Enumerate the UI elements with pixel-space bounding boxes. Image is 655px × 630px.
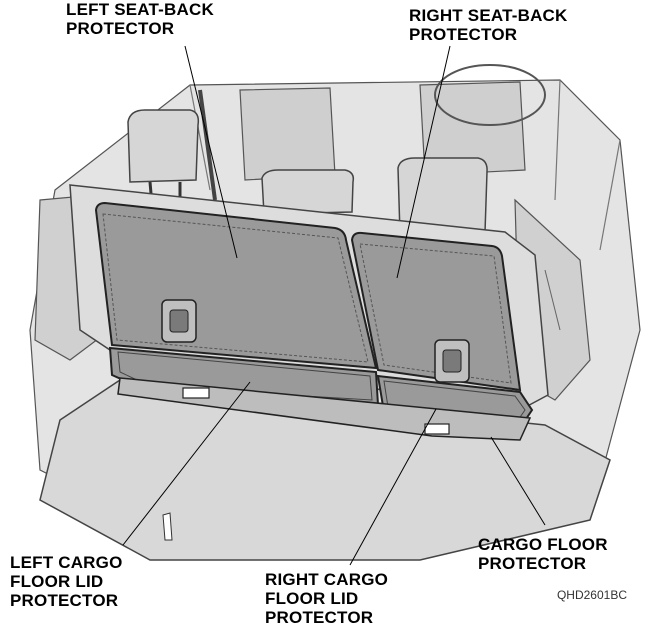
callout-line: RIGHT SEAT-BACK [409, 6, 568, 25]
callout-line: PROTECTOR [66, 19, 175, 38]
callout-line: PROTECTOR [10, 591, 119, 610]
callout-line: FLOOR LID [265, 589, 359, 608]
callout-line: FLOOR LID [10, 572, 104, 591]
leader-left-seat-back [184, 45, 238, 259]
floor-tab [162, 512, 173, 541]
callout-right-seat-back: RIGHT SEAT-BACK PROTECTOR [409, 6, 568, 44]
callout-left-seat-back: LEFT SEAT-BACK PROTECTOR [66, 0, 214, 38]
callout-line: LEFT CARGO [10, 553, 123, 572]
callout-line: RIGHT CARGO [265, 570, 389, 589]
callout-line: LEFT SEAT-BACK [66, 0, 214, 19]
leader-left-cargo-lid [122, 381, 251, 546]
leader-right-cargo-lid [349, 408, 437, 566]
leader-cargo-floor [490, 436, 546, 526]
right-seat-back-protector [350, 231, 522, 392]
leader-right-seat-back [396, 45, 451, 279]
callout-left-cargo-lid: LEFT CARGO FLOOR LID PROTECTOR [10, 553, 123, 610]
left-seat-back-protector [94, 201, 378, 370]
callout-line: PROTECTOR [409, 25, 518, 44]
figure-code: QHD2601BC [556, 588, 627, 602]
callout-cargo-floor: CARGO FLOOR PROTECTOR [478, 535, 608, 573]
callout-line: PROTECTOR [265, 608, 374, 627]
callout-line: PROTECTOR [478, 554, 587, 573]
leader-lines [122, 45, 546, 566]
callout-line: CARGO FLOOR [478, 535, 608, 554]
callout-right-cargo-lid: RIGHT CARGO FLOOR LID PROTECTOR [265, 570, 388, 627]
